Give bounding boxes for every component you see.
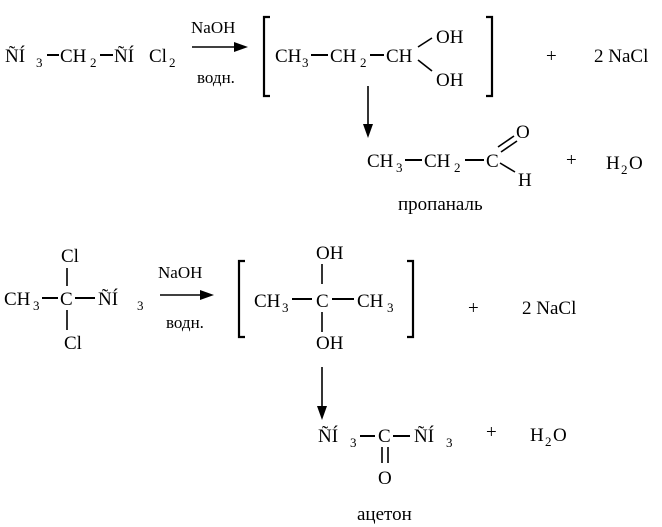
water1-subscript: 2	[621, 162, 628, 177]
product1-bond-h	[499, 162, 516, 173]
reaction1-arrow-head	[234, 42, 248, 52]
water2-oxygen: O	[553, 425, 567, 446]
intermediate2-oh-top: OH	[316, 243, 344, 264]
intermediate2-right-bracket	[407, 259, 415, 339]
reaction1-condition: водн.	[197, 68, 235, 87]
reactant1-subscript4: 2	[169, 55, 176, 70]
intermediate1-subscript1: 3	[302, 55, 309, 70]
reaction2-reactant: Cl CH 3 C ÑÍ 3 Cl	[4, 246, 144, 354]
product2-oxygen: O	[378, 468, 392, 489]
reactant1-group3: ÑÍ	[114, 45, 134, 67]
product1-subscript1: 3	[396, 160, 403, 175]
product1-hydrogen: H	[518, 170, 532, 191]
product2-group1: ÑÍ	[318, 425, 338, 447]
reaction2-intermediate: OH CH 3 C CH 3 OH	[237, 243, 415, 354]
reaction2-product: ÑÍ 3 C ÑÍ 3 O	[318, 425, 453, 489]
reactant2-cl-bottom: Cl	[64, 333, 82, 354]
product2-group3: ÑÍ	[414, 425, 434, 447]
intermediate2-carbon: C	[316, 291, 329, 312]
product2-subscript3: 3	[446, 435, 453, 450]
product1-group2: CH	[424, 151, 451, 172]
reactant1-subscript1: 3	[36, 55, 43, 70]
reaction1-reactant: ÑÍ 3 CH 2 ÑÍ Cl 2	[5, 45, 176, 70]
product2-carbon: C	[378, 426, 391, 447]
reaction1-down-arrow	[363, 86, 373, 138]
reaction2-arrow: NaOH водн.	[158, 263, 214, 332]
water1-hydrogen: H	[606, 153, 620, 174]
product1-double-bond-b	[500, 140, 518, 153]
intermediate2-group1: CH	[254, 291, 281, 312]
intermediate1-left-bracket	[262, 15, 270, 98]
reactant2-subscript1: 3	[33, 298, 40, 313]
reactant2-cl-top: Cl	[61, 246, 79, 267]
intermediate2-group3: CH	[357, 291, 384, 312]
reaction2-side-product: + 2 NaCl	[468, 298, 576, 319]
reaction1-reagent: NaOH	[191, 18, 235, 37]
reaction2-reagent: NaOH	[158, 263, 202, 282]
reactant2-group1: CH	[4, 289, 31, 310]
reactant1-group1: ÑÍ	[5, 45, 25, 67]
product1-oxygen: O	[516, 122, 530, 143]
reaction1-water: + H 2 O	[566, 150, 643, 177]
reaction2-plus-water: +	[486, 422, 497, 443]
reaction2-condition: водн.	[166, 313, 204, 332]
intermediate2-oh-bottom: OH	[316, 333, 344, 354]
intermediate1-oh-bottom: OH	[436, 70, 464, 91]
reaction2-plus-nacl: +	[468, 298, 479, 319]
intermediate1-bond-oh1	[417, 37, 433, 48]
product2-subscript1: 3	[350, 435, 357, 450]
intermediate1-group3: CH	[386, 46, 413, 67]
product1-carbon: C	[486, 151, 499, 172]
water2-subscript: 2	[545, 434, 552, 449]
intermediate1-subscript2: 2	[360, 55, 367, 70]
reaction2-down-arrow-head	[317, 406, 327, 420]
intermediate1-bond-oh2	[417, 59, 433, 72]
reactant2-subscript3: 3	[137, 298, 144, 313]
reaction2-nacl: 2 NaCl	[522, 298, 576, 319]
product1-double-bond-a	[497, 135, 515, 148]
reaction1-intermediate: CH 3 CH 2 CH OH OH	[262, 15, 494, 98]
reaction2-water: + H 2 O	[486, 422, 567, 449]
intermediate2-left-bracket	[237, 259, 245, 339]
reaction1-down-arrow-head	[363, 124, 373, 138]
intermediate2-subscript3: 3	[387, 300, 394, 315]
intermediate2-subscript1: 3	[282, 300, 289, 315]
intermediate1-group1: CH	[275, 46, 302, 67]
water2-hydrogen: H	[530, 425, 544, 446]
product1-subscript2: 2	[454, 160, 461, 175]
product1-group1: CH	[367, 151, 394, 172]
reactant1-subscript2: 2	[90, 55, 97, 70]
reaction1-plus-water: +	[566, 150, 577, 171]
reactant1-group2: CH	[60, 46, 87, 67]
reaction1-nacl: 2 NaCl	[594, 46, 648, 67]
reaction1-arrow: NaOH водн.	[191, 18, 248, 87]
intermediate1-right-bracket	[486, 15, 494, 98]
reaction2-down-arrow	[317, 367, 327, 420]
reaction1-product: CH 3 CH 2 C O H	[367, 122, 532, 191]
intermediate1-group2: CH	[330, 46, 357, 67]
reactant1-group4: Cl	[149, 46, 167, 67]
reactant2-carbon: C	[60, 289, 73, 310]
product2-name: ацетон	[357, 504, 412, 525]
intermediate1-oh-top: OH	[436, 27, 464, 48]
reaction1-side-product: + 2 NaCl	[546, 46, 648, 67]
water1-oxygen: O	[629, 153, 643, 174]
reactant2-group3: ÑÍ	[98, 288, 118, 310]
product1-name: пропаналь	[398, 194, 483, 215]
reaction1-plus-nacl: +	[546, 46, 557, 67]
reaction2-arrow-head	[200, 290, 214, 300]
